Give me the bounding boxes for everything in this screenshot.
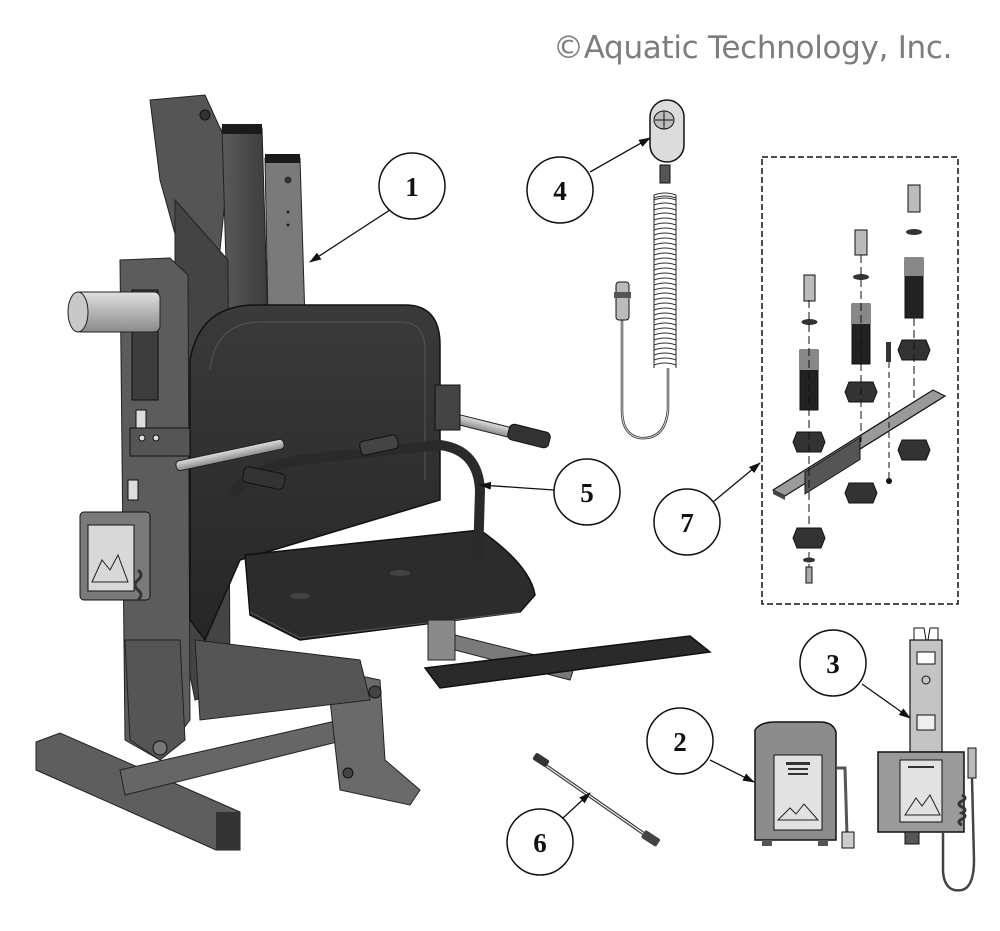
callout-label-7: 7 xyxy=(680,508,694,538)
extension-cable[interactable] xyxy=(532,752,661,847)
callout-7: 7 xyxy=(653,462,761,556)
battery-pack[interactable] xyxy=(754,721,855,849)
seat-assembly[interactable] xyxy=(129,304,712,689)
callout-6: 6 xyxy=(506,792,591,876)
callout-label-2: 2 xyxy=(673,727,687,757)
callout-1: 1 xyxy=(309,152,446,263)
callout-3: 3 xyxy=(799,629,911,719)
bolt-stack-3 xyxy=(897,184,931,461)
callout-2: 2 xyxy=(646,707,755,783)
hand-control[interactable] xyxy=(614,99,685,440)
callout-label-1: 1 xyxy=(405,172,419,202)
coiled-cord xyxy=(653,192,677,368)
callout-label-3: 3 xyxy=(826,649,840,679)
callout-label-4: 4 xyxy=(553,176,567,206)
bolt-stack-1 xyxy=(792,274,826,584)
callout-label-6: 6 xyxy=(533,828,547,858)
mounted-control-box xyxy=(79,511,151,602)
hardware-kit[interactable] xyxy=(761,156,959,605)
callout-4: 4 xyxy=(526,137,651,224)
callout-label-5: 5 xyxy=(580,478,594,508)
copyright-text: ©Aquatic Technology, Inc. xyxy=(553,30,953,66)
battery-charger[interactable] xyxy=(877,627,977,892)
bolt-stack-2 xyxy=(844,229,878,504)
callout-5: 5 xyxy=(479,458,621,526)
